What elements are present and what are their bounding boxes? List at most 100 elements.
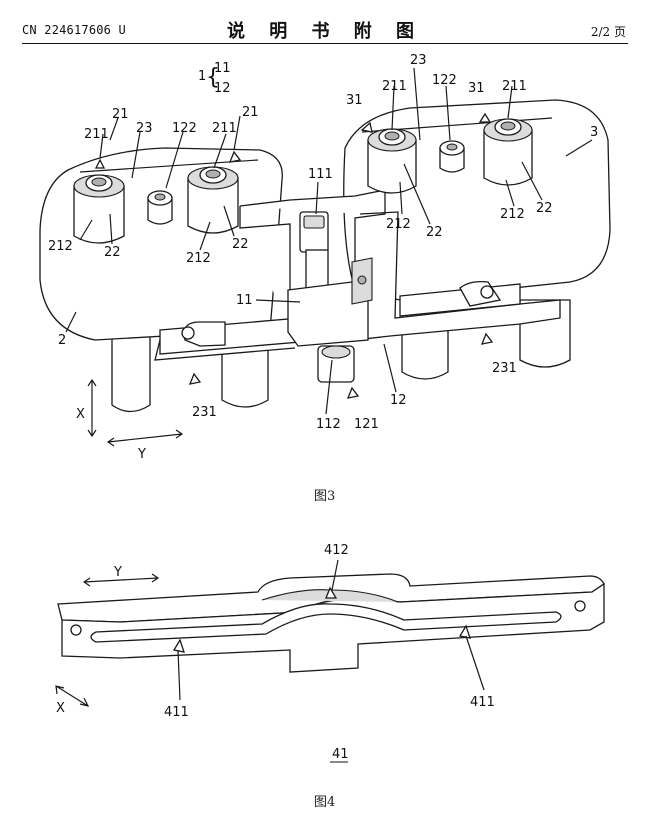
part-number-41: 41 <box>332 747 349 762</box>
left-center-pin <box>147 190 173 225</box>
leader-3 <box>565 139 593 157</box>
arrow-211-left <box>94 158 106 169</box>
leader-21a <box>109 117 119 141</box>
right-cap-outer <box>483 118 533 186</box>
leader-411b <box>465 635 485 691</box>
label-211-right: 211 <box>502 79 527 94</box>
label-31-right: 31 <box>468 81 485 96</box>
label-122-right: 122 <box>432 73 457 88</box>
label-111: 111 <box>308 167 333 182</box>
label-23-right: 23 <box>410 53 427 68</box>
axis-x-arrow-fig4 <box>55 685 90 707</box>
label-211-inner-right: 211 <box>382 79 407 94</box>
label-211-inner-left: 211 <box>212 121 237 136</box>
leader-22c <box>403 163 431 225</box>
leader-22d <box>521 161 543 201</box>
label-231-right: 231 <box>492 361 517 376</box>
leader-111 <box>315 181 319 215</box>
leader-11 <box>255 299 301 303</box>
axis-x-label-fig3: X <box>76 407 85 422</box>
arrow-411-left <box>172 638 185 653</box>
axis-y-arrow <box>106 429 184 447</box>
bar-hole-right <box>574 600 586 612</box>
bar-hole-left <box>70 624 82 636</box>
left-cap-outer <box>73 174 125 244</box>
axis-y-label-fig4: Y <box>113 565 122 580</box>
figure-3-caption: 图3 <box>314 489 335 504</box>
leader-22a <box>109 213 113 245</box>
leader-12 <box>383 343 397 393</box>
label-212-inner-left: 212 <box>186 251 211 266</box>
leader-211b <box>213 133 227 169</box>
figure-4-drawing <box>55 559 605 707</box>
label-411-right: 411 <box>470 695 495 710</box>
leader-22b <box>223 205 235 237</box>
label-112: 112 <box>316 417 341 432</box>
arrow-412 <box>325 586 338 599</box>
left-housing-edge <box>79 159 259 173</box>
label-412: 412 <box>324 543 349 558</box>
slider-bottom-cap <box>321 345 351 359</box>
label-group-12: 12 <box>214 81 231 96</box>
right-center-pin <box>439 140 465 173</box>
label-group-11: 11 <box>214 61 231 76</box>
label-group-1: 1 <box>198 69 206 84</box>
label-122-left: 122 <box>172 121 197 136</box>
label-21-right: 21 <box>242 105 259 120</box>
slider-pin <box>357 275 367 285</box>
figure-4-labels: 412 411 411 Y X 41 <box>56 543 495 762</box>
arrow-31-right <box>478 112 492 123</box>
label-31-left: 31 <box>346 93 363 108</box>
right-arm-hole <box>480 285 494 299</box>
label-411-left: 411 <box>164 705 189 720</box>
axis-y-label-fig3: Y <box>137 447 146 462</box>
group-brace: { <box>206 65 220 90</box>
label-21-left: 21 <box>112 107 129 122</box>
label-231-left: 231 <box>192 405 217 420</box>
left-arm-hole <box>181 326 195 340</box>
shaft-mid <box>305 249 329 291</box>
label-11: 11 <box>236 293 253 308</box>
axis-y-arrow-fig4 <box>82 573 160 587</box>
leader-211a <box>99 133 104 159</box>
leader-112 <box>325 359 333 415</box>
leader-122b <box>445 85 451 141</box>
leader-23b <box>413 67 421 141</box>
publication-number: CN 224617606 U <box>22 23 126 37</box>
figure-3-labels: 1 { 11 12 21 211 23 122 211 21 212 22 21… <box>48 53 598 462</box>
label-22-left: 22 <box>104 245 121 260</box>
label-2: 2 <box>58 333 66 348</box>
leader-212b <box>199 221 211 251</box>
figure-4-caption: 图4 <box>314 795 335 810</box>
label-22-inner-right: 22 <box>426 225 443 240</box>
label-22-inner-left: 22 <box>232 237 249 252</box>
page-number: 2/2 页 <box>590 25 626 39</box>
label-12: 12 <box>390 393 407 408</box>
bar-slot <box>90 603 562 643</box>
label-3: 3 <box>590 125 598 140</box>
shaft-top <box>303 215 325 229</box>
label-212-left: 212 <box>48 239 73 254</box>
leader-412 <box>331 559 339 591</box>
leader-411a <box>177 649 181 701</box>
leader-122a <box>165 131 184 189</box>
arrow-31-left <box>360 121 373 133</box>
leader-21b <box>233 115 241 151</box>
leader-212c <box>399 181 403 215</box>
label-22-right: 22 <box>536 201 553 216</box>
left-leg-1 <box>111 329 151 413</box>
left-cap-inner <box>187 166 239 234</box>
header-rule <box>22 43 628 44</box>
right-leg-1 <box>401 319 449 380</box>
arrow-121 <box>346 386 360 399</box>
arrow-231-left <box>188 372 202 385</box>
arrow-411-right <box>458 624 471 639</box>
right-cap-inner <box>367 128 417 194</box>
leader-212a <box>79 219 93 241</box>
label-211-left: 211 <box>84 127 109 142</box>
arrow-231-right <box>480 332 494 345</box>
label-121: 121 <box>354 417 379 432</box>
axis-x-label-fig4: X <box>56 701 65 716</box>
page-header: CN 224617606 U 说 明 书 附 图 2/2 页 <box>0 0 650 44</box>
